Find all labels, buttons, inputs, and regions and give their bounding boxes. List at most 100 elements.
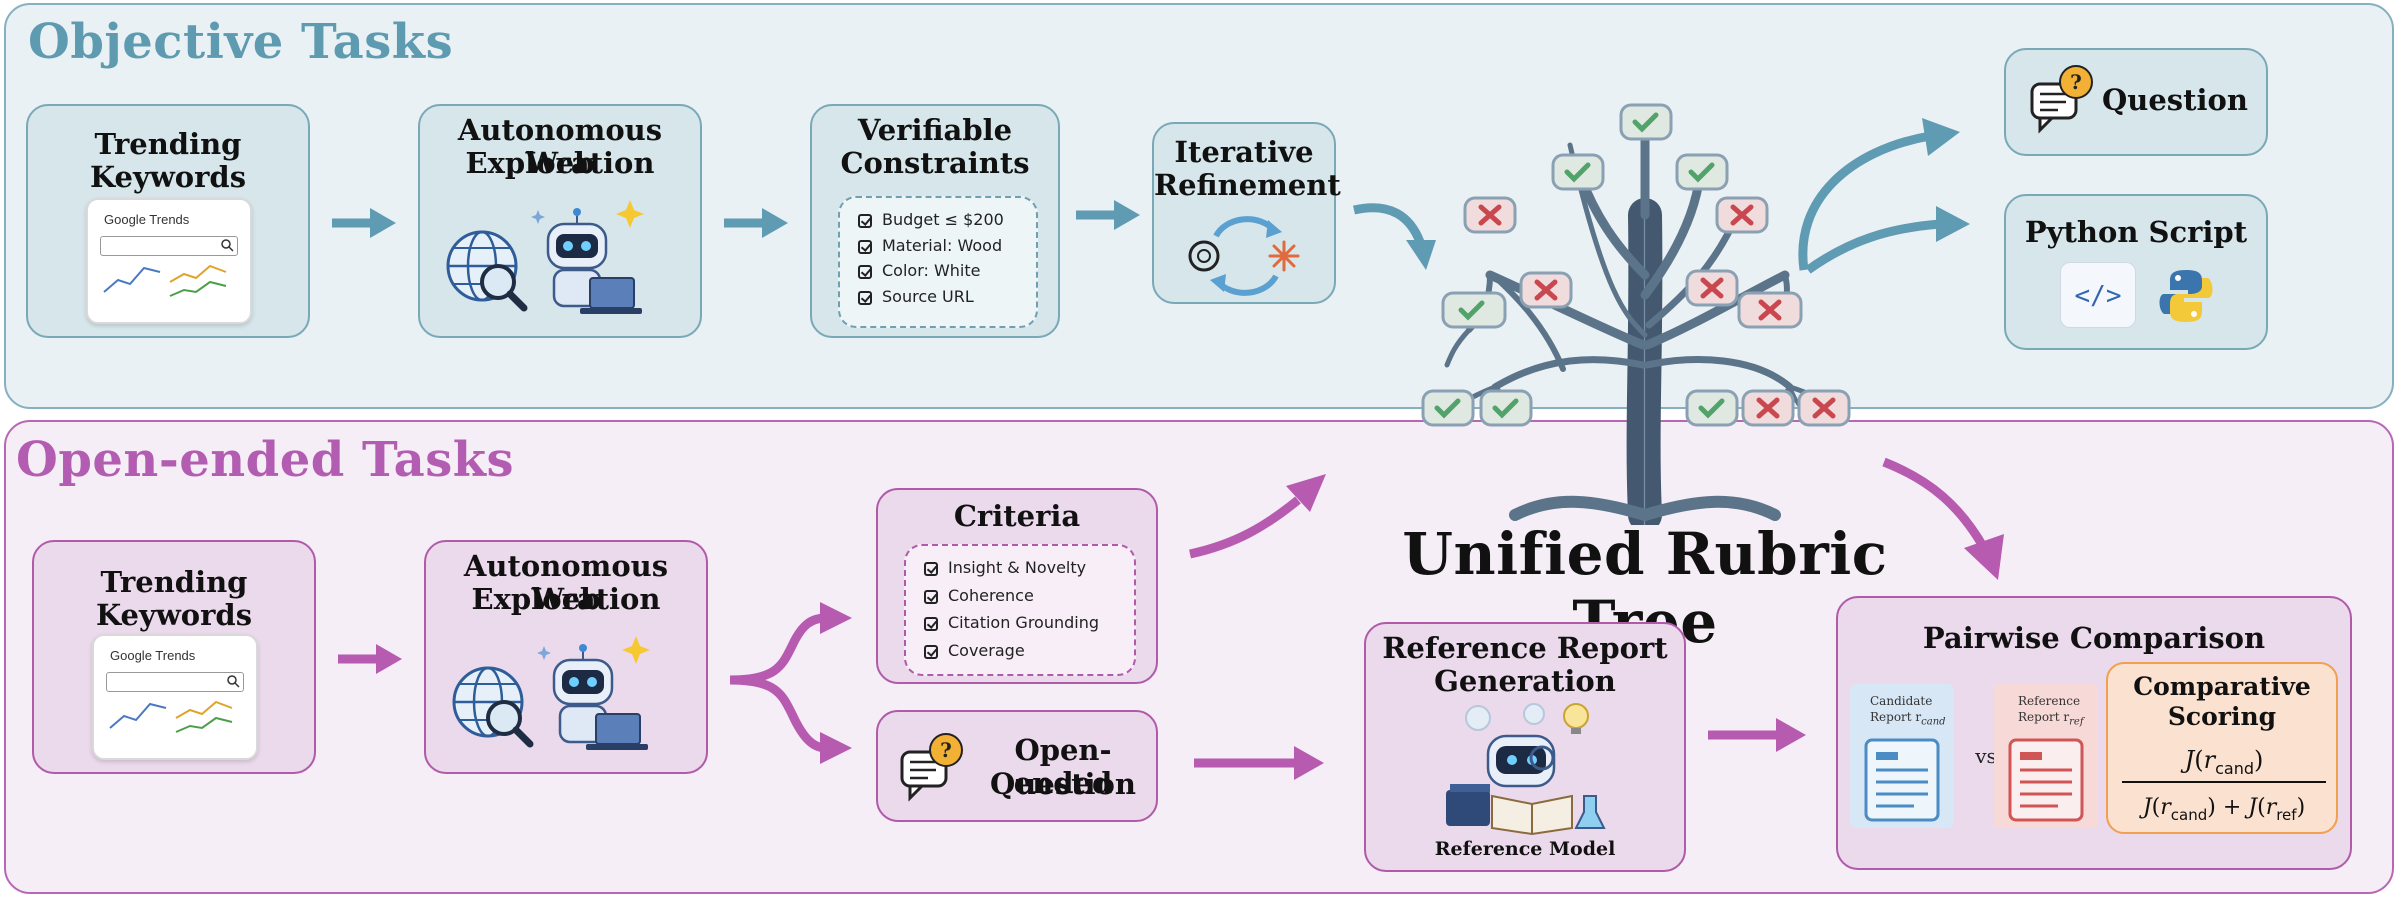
question-output-box: ? Question (2004, 48, 2268, 156)
arrow-right-icon (1194, 746, 1324, 780)
criteria-item: Coverage (924, 641, 1025, 660)
question-bubble-icon: ? (2030, 65, 2093, 134)
python-script-output-box: Python Script </> (2004, 194, 2268, 350)
open-question-line2: Question (990, 767, 1136, 801)
question-output-label: Question (2102, 83, 2248, 117)
open-exploration-title-2: Exploration (471, 582, 661, 616)
google-trends-label: Google Trends (110, 648, 196, 663)
constraint-item: Budget ≤ $200 (858, 210, 1004, 229)
checkbox-icon (924, 562, 938, 576)
google-trends-label: Google Trends (104, 212, 190, 227)
arrow-right-icon (1076, 200, 1140, 230)
criteria-title: Criteria (953, 499, 1081, 533)
svg-text:?: ? (940, 738, 952, 762)
robot-globe-icon (452, 636, 650, 750)
trends-search-bar (100, 236, 238, 256)
criteria-list: Insight & Novelty Coherence Citation Gro… (904, 544, 1136, 676)
criteria-box: Criteria Insight & Novelty Coherence Cit… (876, 488, 1158, 684)
open-trending-keywords-title: Trending Keywords (95, 565, 253, 632)
robot-globe-icon (446, 200, 644, 314)
candidate-report-card: Candidate Report rcand (1850, 684, 1954, 828)
open-trending-keywords-box: Trending Keywords Google Trends (32, 540, 316, 774)
trends-lines-icon (109, 675, 240, 733)
arrow-right-icon (338, 644, 402, 674)
objective-trending-keywords-box: Trending Keywords Google Trends (26, 104, 310, 338)
fork-arrow-icon (729, 602, 852, 764)
objective-web-exploration-box: Autonomous Web Exploration (418, 104, 702, 338)
robot-reading-icon (1446, 703, 1606, 836)
python-logo-icon (2159, 270, 2213, 322)
candidate-label-2: Report rcand (1870, 710, 1946, 728)
criteria-item: Citation Grounding (924, 613, 1099, 632)
checkbox-icon (924, 645, 938, 659)
question-bubble-icon: ? (900, 733, 963, 802)
checkbox-icon (924, 590, 938, 604)
criteria-item: Insight & Novelty (924, 558, 1086, 577)
google-trends-card: Google Trends (86, 198, 252, 324)
svg-text:?: ? (2070, 70, 2082, 94)
checkbox-icon (924, 617, 938, 631)
open-ended-tasks-title: Open-ended Tasks (16, 432, 515, 488)
arrow-right-icon (724, 208, 788, 238)
svg-text:J(rcand) + J(rref): J(rcand) + J(rref) (2139, 795, 2305, 824)
verifiable-constraints-box: Verifiable Constraints Budget ≤ $200 Mat… (810, 104, 1060, 338)
trends-search-bar (106, 672, 244, 692)
trends-lines-icon (103, 239, 234, 297)
python-script-label: Python Script (2024, 215, 2248, 249)
pairwise-comparison-box: Pairwise Comparison Candidate Report rca… (1836, 596, 2352, 870)
reference-title-1: Reference Report (1382, 631, 1668, 665)
unified-rubric-tree-title: Unified Rubric Tree (1402, 520, 1888, 656)
checkbox-icon (858, 265, 872, 279)
objective-tasks-title: Objective Tasks (28, 14, 454, 70)
objective-trending-keywords-title: Trending Keywords (89, 127, 247, 194)
output-arrows-icon (1798, 118, 1970, 274)
scoring-title-1: Comparative (2133, 672, 2311, 701)
refinement-title-2: Refinement (1154, 168, 1341, 202)
comparative-scoring-box: Comparative Scoring J(rcand) J(rcand) + … (2106, 662, 2338, 834)
iterative-refinement-box: Iterative Refinement (1152, 122, 1341, 304)
checkbox-icon (858, 214, 872, 228)
scoring-formula: J(rcand) J(rcand) + J(rref) (2122, 746, 2326, 824)
open-exploration-title-1: Autonomous Web (463, 549, 669, 616)
arrow-right-icon (332, 208, 396, 238)
open-web-exploration-box: Autonomous Web Exploration (424, 540, 708, 774)
constraint-item: Source URL (858, 287, 974, 306)
reference-model-label: Reference Model (1434, 838, 1616, 860)
code-icon: </> (2060, 262, 2136, 328)
open-question-line1: Open-ended (1013, 733, 1113, 800)
criteria-item: Coherence (924, 586, 1034, 605)
candidate-label-1: Candidate (1870, 694, 1933, 708)
rubric-tree-illustration (1421, 103, 1851, 525)
reference-report-generation-box: Reference Report Generation Reference Mo… (1364, 622, 1686, 872)
scoring-title-2: Scoring (2167, 702, 2277, 731)
arrow-right-icon (1708, 718, 1806, 752)
reference-title-2: Generation (1434, 664, 1616, 698)
curved-arrow-icon (1353, 203, 1436, 270)
document-icon (2008, 738, 2084, 822)
curved-arrow-icon (1189, 474, 1326, 559)
reference-label-1: Reference (2018, 694, 2081, 708)
curved-arrow-icon (1882, 457, 2004, 580)
constraints-title-1: Verifiable (857, 113, 1013, 147)
objective-exploration-title-2: Exploration (465, 146, 655, 180)
google-trends-card: Google Trends (92, 634, 258, 760)
vs-label: vs (1975, 744, 1997, 768)
open-ended-question-box: ? Open-ended Question (876, 710, 1158, 822)
refresh-cycle-icon (1188, 216, 1300, 296)
pairwise-title: Pairwise Comparison (1922, 621, 2266, 655)
constraints-title-2: Constraints (840, 146, 1030, 180)
constraints-list: Budget ≤ $200 Material: Wood Color: Whit… (838, 196, 1038, 328)
document-icon (1864, 738, 1940, 822)
reference-subscript: ref (2069, 716, 2084, 728)
reference-report-card: Reference Report rref (1994, 684, 2098, 828)
reference-label-2: Report rref (2018, 710, 2084, 728)
svg-text:J(rcand): J(rcand) (2180, 746, 2264, 778)
objective-exploration-title-1: Autonomous Web (457, 113, 663, 180)
refinement-title-1: Iterative (1174, 135, 1314, 169)
checkbox-icon (858, 291, 872, 305)
constraint-item: Color: White (858, 261, 981, 280)
candidate-subscript: cand (1921, 716, 1946, 728)
checkbox-icon (858, 240, 872, 254)
constraint-item: Material: Wood (858, 236, 1002, 255)
rubric-node-icons (1421, 103, 1851, 427)
